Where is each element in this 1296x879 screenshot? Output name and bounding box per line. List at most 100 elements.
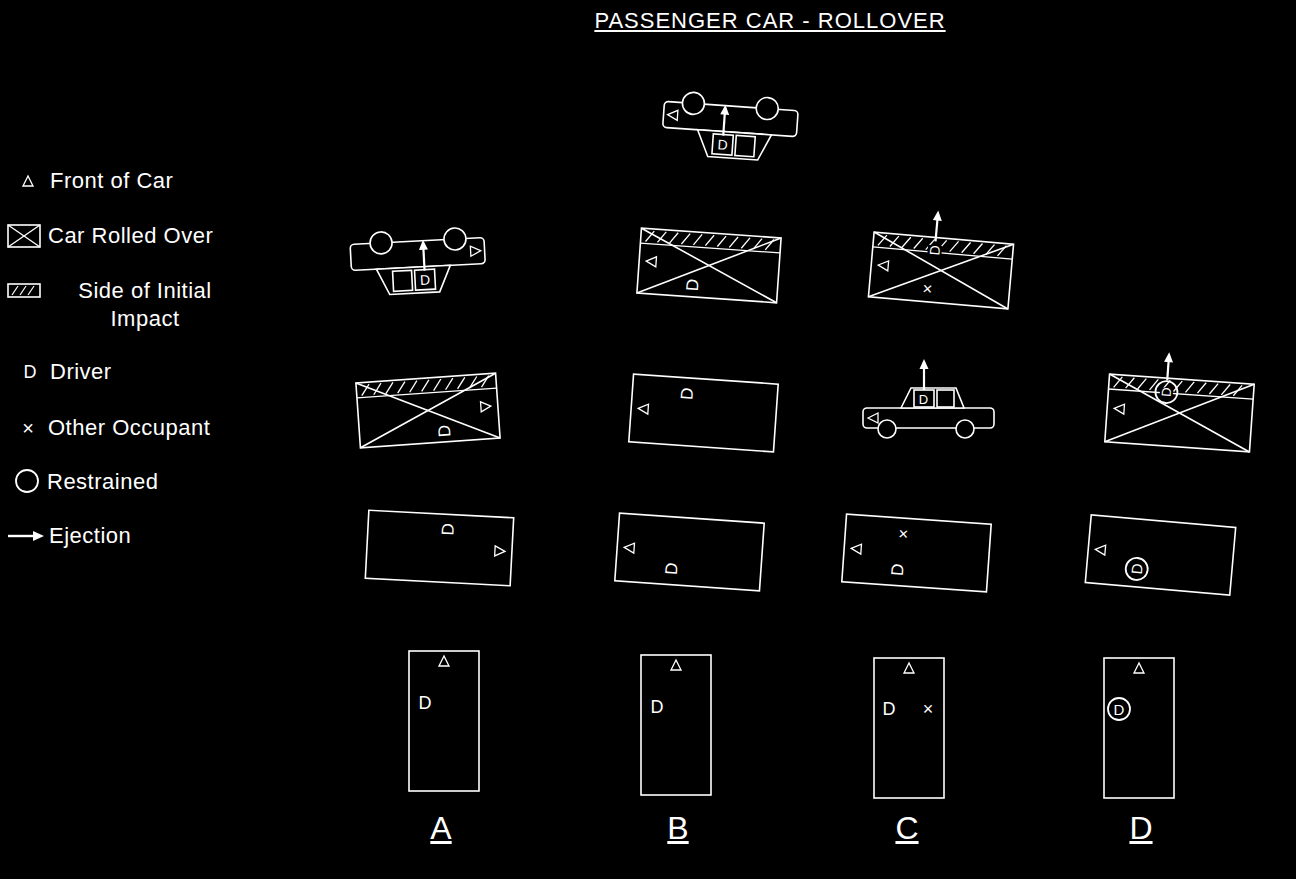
ejection-arrow bbox=[1167, 360, 1168, 380]
car-window bbox=[393, 270, 413, 291]
occupant-mark: × bbox=[897, 525, 908, 543]
impact-side-line bbox=[640, 243, 780, 253]
front-triangle bbox=[1094, 544, 1105, 555]
occupant-mark: D bbox=[439, 523, 457, 536]
car-figure: D bbox=[409, 651, 479, 791]
occupant-mark-2: × bbox=[923, 700, 934, 718]
car-figure: D bbox=[861, 386, 996, 438]
front-triangle bbox=[637, 403, 648, 414]
front-triangle bbox=[850, 543, 861, 554]
car-figure: D× bbox=[868, 232, 1013, 309]
impact-side-line bbox=[1108, 389, 1253, 399]
occupant-mark: D bbox=[420, 272, 431, 287]
occupant-mark: D bbox=[436, 424, 454, 437]
rollover-cross bbox=[1104, 374, 1253, 452]
rollover-cross bbox=[868, 232, 1013, 309]
car-outline bbox=[1104, 374, 1253, 452]
impact-hatch bbox=[914, 237, 923, 249]
occupant-mark: D bbox=[1159, 387, 1173, 397]
occupant-mark: D bbox=[419, 694, 432, 712]
impact-hatch bbox=[717, 235, 726, 247]
occupant-mark: D bbox=[651, 698, 664, 716]
rollover-cross bbox=[1104, 374, 1253, 452]
occupant-mark: D bbox=[678, 387, 696, 400]
car-wheel bbox=[443, 227, 466, 250]
rollover-cross bbox=[637, 228, 781, 303]
impact-sample bbox=[8, 284, 40, 297]
column-letter: C bbox=[895, 811, 918, 846]
impact-hatch bbox=[741, 237, 750, 249]
impact-hatch bbox=[729, 236, 738, 248]
occupant-mark-2: D bbox=[888, 563, 906, 576]
car-figure: D bbox=[346, 221, 489, 298]
car-plan-outline bbox=[874, 658, 944, 798]
legend-text: Restrained bbox=[47, 468, 158, 496]
legend-glyph: × bbox=[22, 418, 34, 438]
car-drawing bbox=[614, 513, 763, 591]
occupant-mark: D bbox=[919, 393, 928, 406]
car-window bbox=[712, 134, 733, 155]
impact-sample-hatch bbox=[20, 286, 26, 295]
impact-hatch bbox=[445, 378, 454, 390]
impact-hatch bbox=[1137, 378, 1146, 390]
car-drawing bbox=[874, 658, 944, 798]
car-drawing bbox=[1104, 658, 1174, 798]
legend-samples bbox=[8, 176, 44, 541]
occupant-mark: D bbox=[662, 562, 680, 575]
car-figure: D bbox=[1085, 515, 1235, 595]
impact-hatch bbox=[693, 233, 702, 245]
car-wheel bbox=[369, 231, 392, 254]
car-outline bbox=[637, 228, 781, 303]
front-triangle bbox=[878, 260, 889, 271]
diagram-title: PASSENGER CAR - ROLLOVER bbox=[594, 8, 945, 34]
column-letter: D bbox=[1129, 811, 1152, 846]
rollover-cross bbox=[356, 373, 500, 448]
occupant-mark: D bbox=[1114, 702, 1125, 717]
car-wheel bbox=[878, 420, 896, 438]
ejection-sample bbox=[8, 535, 36, 537]
occupant-mark: D bbox=[883, 700, 896, 718]
legend-text: Front of Car bbox=[50, 167, 173, 195]
front-triangle bbox=[23, 176, 33, 186]
car-outline bbox=[841, 514, 990, 592]
front-triangle bbox=[470, 246, 481, 257]
occupant-mark-2: × bbox=[922, 279, 933, 297]
legend-text: Side of Initial Impact bbox=[50, 277, 240, 333]
occupant-mark: D bbox=[1128, 563, 1144, 575]
ejection-arrowhead bbox=[919, 359, 928, 369]
ejection-sample-head bbox=[33, 531, 44, 541]
front-triangle bbox=[904, 663, 914, 673]
impact-hatch bbox=[669, 232, 678, 244]
ejection-arrow bbox=[922, 367, 924, 390]
front-triangle bbox=[1134, 663, 1144, 673]
impact-hatch bbox=[950, 240, 959, 252]
front-triangle bbox=[646, 256, 657, 267]
car-drawing bbox=[409, 651, 479, 791]
front-triangle bbox=[868, 413, 878, 423]
car-figure: D bbox=[356, 373, 500, 448]
car-outline bbox=[1085, 515, 1235, 595]
car-figure: ×D bbox=[841, 514, 990, 592]
rolled-sample-cross bbox=[8, 225, 40, 247]
car-cabin bbox=[901, 388, 964, 408]
legend-text: Ejection bbox=[49, 522, 131, 550]
legend-text: Other Occupant bbox=[48, 414, 210, 442]
front-triangle bbox=[671, 660, 681, 670]
car-figure: D bbox=[658, 85, 803, 165]
impact-hatch bbox=[705, 234, 714, 246]
impact-hatch bbox=[962, 241, 971, 253]
ejection-arrowhead bbox=[1164, 352, 1174, 363]
car-figure: D bbox=[637, 228, 781, 303]
ejection-arrowhead bbox=[720, 104, 730, 115]
car-plan-outline bbox=[1104, 658, 1174, 798]
legend-text: Driver bbox=[50, 358, 112, 386]
impact-hatch bbox=[681, 233, 690, 245]
legend-text: Car Rolled Over bbox=[48, 222, 213, 250]
front-triangle bbox=[667, 110, 678, 121]
impact-hatch bbox=[385, 382, 394, 394]
impact-hatch bbox=[457, 377, 466, 389]
ejection-arrowhead bbox=[418, 239, 428, 249]
impact-hatch bbox=[974, 242, 983, 254]
car-cabin bbox=[376, 265, 451, 295]
